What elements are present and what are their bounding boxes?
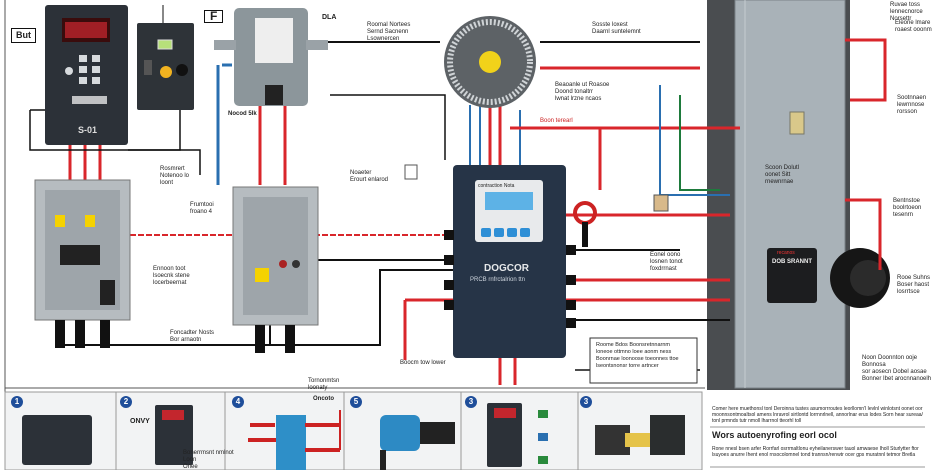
panel-brand: recanos [777,250,795,256]
callout: Bentnstoe boolrtoeon tesenrn [893,198,922,218]
vfd-name: DOGCOR [484,263,529,274]
step1-device [22,415,92,465]
footer-text-1: Comer here muethonsl tonl Deroinna tuste… [712,406,923,424]
callout: Rooe Suhns Boser haost losrrtsce [897,275,931,295]
step-badge: 3 [465,396,477,408]
callout: Roomal Nortees Sernd Sacnenn Lsownercen [367,22,411,42]
control-cabinet [734,0,846,389]
controller-model: S-01 [78,125,98,135]
callout: Frumtooi froano 4 [190,202,214,215]
footer-heading: Wors autoenyrofing eorl ocol [712,430,837,440]
vfd-keys [481,228,530,237]
callout: Eleone lmare roaest ooonm [895,20,932,33]
step-badge: 1 [11,396,23,408]
step-badge: 5 [350,396,362,408]
callout: Rosmrert Notenoo lo loont [160,166,190,186]
fan-hub [479,51,501,73]
step4-device [276,415,306,470]
legend-box: Roome Bdos Boonsretnnarnm loneoe ottmno … [596,342,679,369]
label-but: But [11,28,36,43]
callout: Sootnnaen lewrnnose rorsson [897,95,927,115]
step6-device [595,425,630,455]
callout: Boocm tow lower [400,360,446,366]
callout: Beaoanle ut Roasoe Doond tonaltrr lwnat … [555,82,610,102]
junction-label-plate [255,18,293,63]
vfd-subtitle: PRCB rnfrctalrion ttn [470,277,526,283]
callout: Bonerrmsnt nmlnot Loon Onee [183,450,234,470]
callout: Noaeter Erourt enlarod [350,170,389,183]
callout: Boon terearl [540,118,573,124]
callout: Ennoon toot lsoecnk stene locerbeernat [153,266,190,286]
step-badge: 3 [580,396,592,408]
cabinet-nameplate [767,248,817,303]
junction-label: DLA [322,14,337,21]
legend-box-frame [589,337,698,384]
callout: Foncadter Nosts Bor arnaotn [170,330,215,343]
label-f: F [204,10,224,23]
step4-label: Oncoto [313,396,334,402]
callout: Ruvae toss lennecnorce Norsettr [890,2,923,22]
controller-keypad [65,55,100,84]
step2-label: ONVY [130,418,150,425]
relay-icon [789,111,805,135]
callout: Noon Doonnton ooje Bonnosa sor aosecn Do… [862,355,932,382]
callout: Eonel oono losnen tonot foxdrrnast [650,252,683,272]
panel-name: DOB SRANNT [772,259,812,265]
callout: Scoon Dolutl oonet Sitt rnewnrnae [765,165,800,185]
step-badge: 2 [120,396,132,408]
vfd-display [485,192,533,210]
step-badge: 4 [232,396,244,408]
junction-note: Nocod 5lk [228,111,257,117]
step3-device [487,403,522,467]
yellow-button [160,66,172,78]
footer-text-2: Rone nnesl bsen arfer Rorrfarl osrrmaltl… [712,446,919,458]
vfd-header: contraction Nota [478,183,515,189]
current-clamp [573,201,597,225]
step5-motor [380,415,420,451]
callout: Tornonmtsn loonaty [308,378,340,391]
callout: Sosste loxest Daarnl suntelemnt [592,22,641,35]
